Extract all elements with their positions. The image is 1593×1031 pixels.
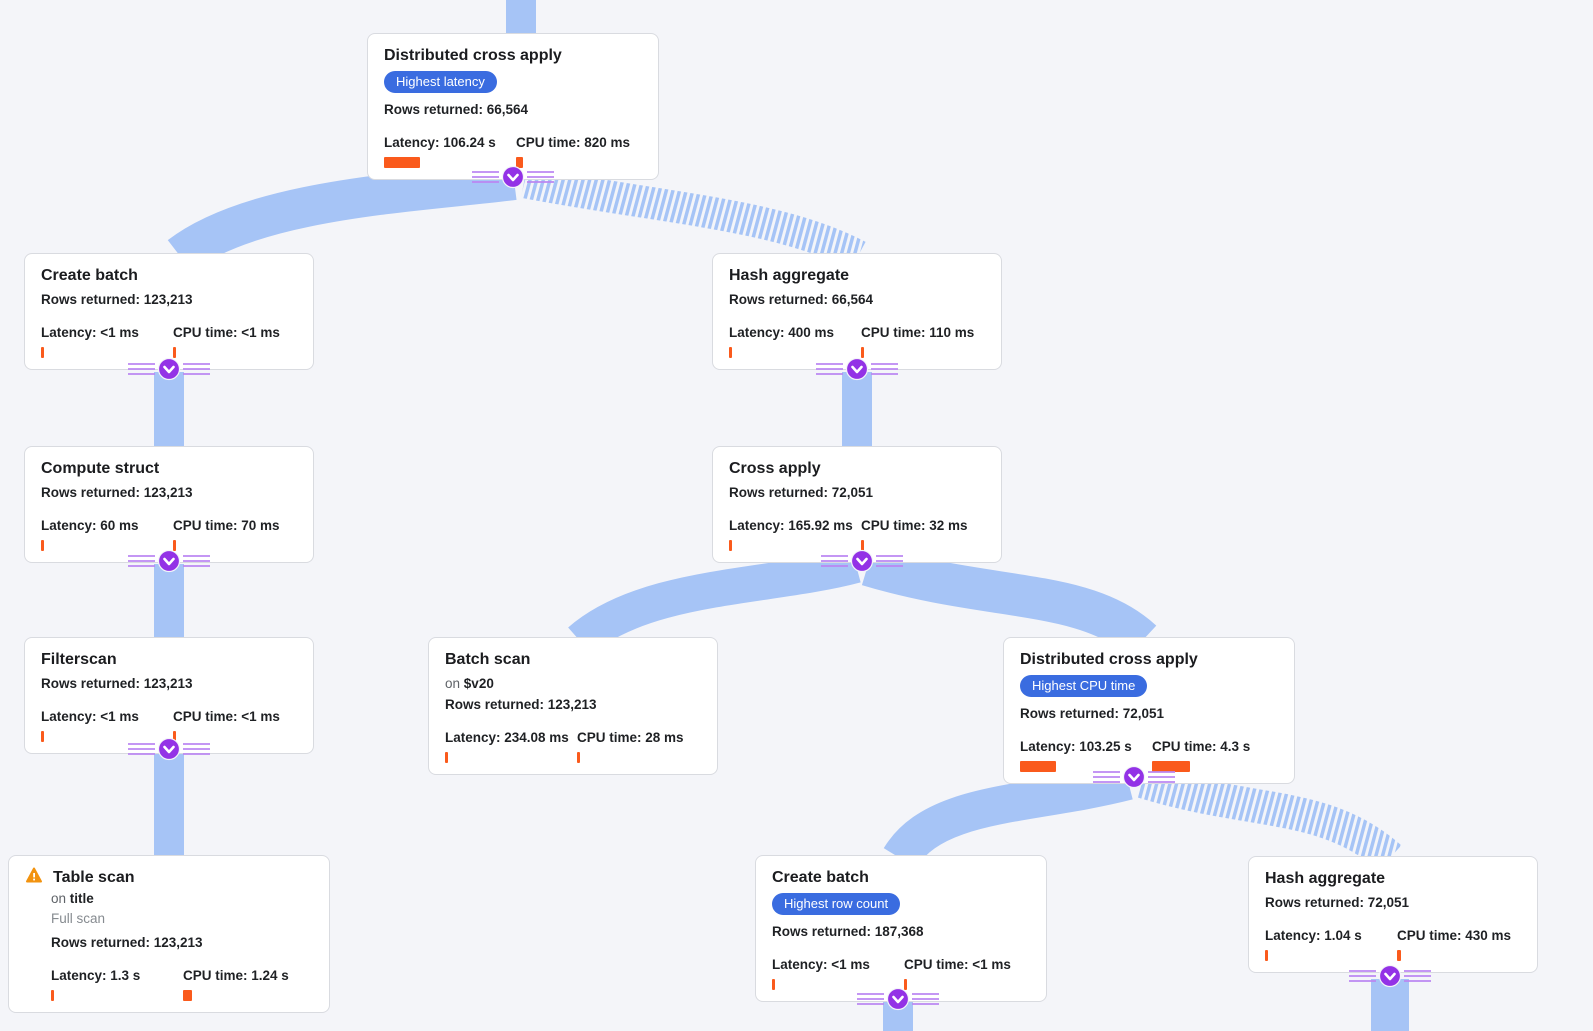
plan-node-hash-aggregate-1[interactable]: Hash aggregate Rows returned: 66,564 Lat… (712, 253, 1002, 370)
rows-returned: Rows returned: 72,051 (729, 485, 874, 500)
rows-returned: Rows returned: 123,213 (41, 292, 193, 307)
plan-node-distributed-cross-apply-2[interactable]: Distributed cross apply Highest CPU time… (1003, 637, 1295, 784)
rows-returned: Rows returned: 123,213 (41, 485, 193, 500)
cpu-time-label: CPU time: 1.24 s (183, 968, 289, 983)
latency-bar (41, 540, 44, 551)
latency-bar (51, 990, 54, 1001)
edge-dca-top-to-hash-aggregate (520, 166, 866, 271)
highest-cpu-time-badge: Highest CPU time (1020, 675, 1148, 697)
node-title: Filterscan (41, 651, 117, 668)
latency-bar (729, 540, 732, 551)
latency-bar (445, 752, 448, 763)
scan-target: on $v20 (445, 676, 494, 691)
cpu-time-bar (516, 157, 523, 168)
cpu-time-bar (173, 731, 176, 742)
latency-label: Latency: 106.24 s (384, 135, 496, 150)
latency-label: Latency: <1 ms (41, 325, 139, 340)
plan-node-filterscan[interactable]: Filterscan Rows returned: 123,213 Latenc… (24, 637, 314, 754)
plan-node-batch-scan[interactable]: Batch scan on $v20 Rows returned: 123,21… (428, 637, 718, 775)
edge-dca-top-to-create-batch (167, 160, 517, 273)
edge-dca-2-to-create-batch-2 (883, 762, 1133, 869)
plan-node-create-batch-2[interactable]: Create batch Highest row count Rows retu… (755, 855, 1047, 1002)
latency-label: Latency: 103.25 s (1020, 739, 1132, 754)
cpu-time-bar (183, 990, 192, 1001)
node-title: Cross apply (729, 460, 821, 477)
cpu-time-label: CPU time: 4.3 s (1152, 739, 1251, 754)
node-title: Create batch (41, 267, 138, 284)
plan-node-create-batch-1[interactable]: Create batch Rows returned: 123,213 Late… (24, 253, 314, 370)
latency-label: Latency: 234.08 ms (445, 730, 569, 745)
plan-node-hash-aggregate-2[interactable]: Hash aggregate Rows returned: 72,051 Lat… (1248, 856, 1538, 973)
latency-label: Latency: 165.92 ms (729, 518, 853, 533)
rows-returned: Rows returned: 66,564 (384, 102, 529, 117)
cpu-time-bar (861, 540, 864, 551)
cpu-time-bar (904, 979, 907, 990)
edge-dca-2-to-hash-aggregate-2 (1136, 764, 1402, 871)
latency-bar (772, 979, 775, 990)
latency-bar (1265, 950, 1268, 961)
cpu-time-label: CPU time: 32 ms (861, 518, 968, 533)
cpu-time-label: CPU time: <1 ms (173, 325, 280, 340)
rows-returned: Rows returned: 72,051 (1265, 895, 1410, 910)
node-title: Create batch (772, 869, 869, 886)
latency-bar (384, 157, 420, 168)
latency-bar (1020, 761, 1056, 772)
cpu-time-bar (577, 752, 580, 763)
highest-row-count-badge: Highest row count (772, 893, 901, 915)
cpu-time-bar (173, 540, 176, 551)
node-title: Hash aggregate (1265, 870, 1386, 887)
rows-returned: Rows returned: 123,213 (445, 697, 597, 712)
node-title: Batch scan (445, 651, 531, 668)
cpu-time-label: CPU time: <1 ms (904, 957, 1011, 972)
latency-label: Latency: 60 ms (41, 518, 139, 533)
cpu-time-label: CPU time: 430 ms (1397, 928, 1512, 943)
scan-type: Full scan (51, 911, 106, 926)
latency-label: Latency: 400 ms (729, 325, 835, 340)
rows-returned: Rows returned: 66,564 (729, 292, 874, 307)
rows-returned: Rows returned: 123,213 (41, 676, 193, 691)
rows-returned: Rows returned: 187,368 (772, 924, 924, 939)
cpu-time-label: CPU time: 28 ms (577, 730, 684, 745)
highest-latency-badge: Highest latency (384, 71, 497, 93)
node-title: Table scan (53, 869, 135, 886)
plan-node-distributed-cross-apply-top[interactable]: Distributed cross apply Highest latency … (367, 33, 659, 180)
node-title: Distributed cross apply (1020, 651, 1198, 668)
cpu-time-bar (1152, 761, 1190, 772)
node-title: Compute struct (41, 460, 160, 477)
latency-bar (729, 347, 732, 358)
scan-target: on title (51, 891, 94, 906)
latency-label: Latency: <1 ms (41, 709, 139, 724)
warning-icon (25, 867, 43, 888)
latency-label: Latency: 1.04 s (1265, 928, 1362, 943)
rows-returned: Rows returned: 123,213 (51, 935, 203, 950)
edge-cross-apply-to-batch-scan (568, 547, 861, 655)
edge-cross-apply-to-dca-2 (861, 544, 1157, 657)
plan-node-cross-apply[interactable]: Cross apply Rows returned: 72,051 Latenc… (712, 446, 1002, 563)
cpu-time-label: CPU time: 820 ms (516, 135, 631, 150)
cpu-time-label: CPU time: <1 ms (173, 709, 280, 724)
latency-bar (41, 347, 44, 358)
node-title: Distributed cross apply (384, 47, 562, 64)
latency-bar (41, 731, 44, 742)
node-title: Hash aggregate (729, 267, 850, 284)
cpu-time-bar (861, 347, 864, 358)
cpu-time-bar (173, 347, 176, 358)
rows-returned: Rows returned: 72,051 (1020, 706, 1165, 721)
plan-node-table-scan[interactable]: Table scan on title Full scan Rows retur… (8, 855, 330, 1013)
latency-label: Latency: <1 ms (772, 957, 870, 972)
cpu-time-label: CPU time: 70 ms (173, 518, 280, 533)
cpu-time-bar (1397, 950, 1401, 961)
cpu-time-label: CPU time: 110 ms (861, 325, 975, 340)
latency-label: Latency: 1.3 s (51, 968, 141, 983)
plan-node-compute-struct[interactable]: Compute struct Rows returned: 123,213 La… (24, 446, 314, 563)
